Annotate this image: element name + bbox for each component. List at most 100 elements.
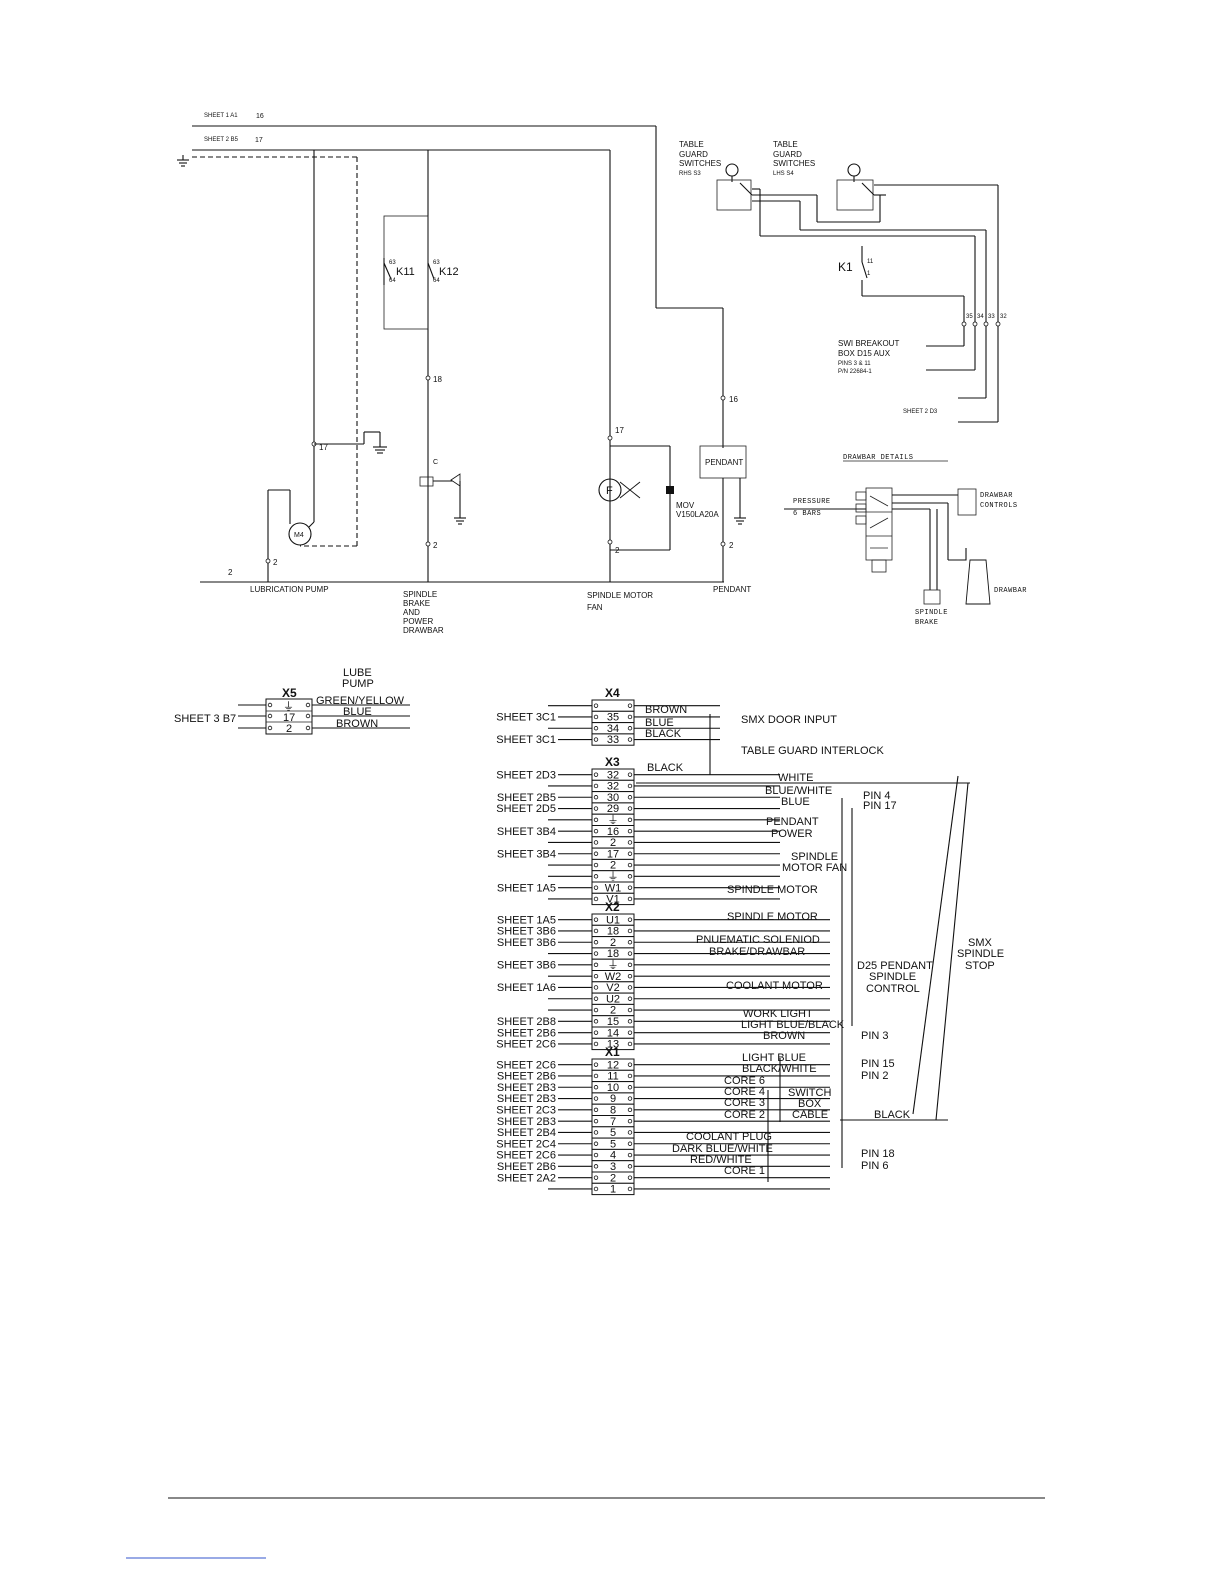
wire-label-16: 16	[256, 113, 264, 120]
fn-pendant-power-0: PENDANT	[766, 816, 819, 828]
terminal-number: 16	[607, 826, 619, 838]
wire-black-3: BLACK	[874, 1109, 911, 1121]
lhs-guard-switch-icon	[836, 163, 875, 211]
block-x4-title: X4	[605, 686, 620, 700]
core-4: CORE 4	[724, 1086, 765, 1098]
wire-blue-2: BLUE	[781, 796, 810, 808]
terminal-number: 30	[607, 792, 619, 804]
label-brake-2: AND	[403, 608, 420, 617]
drawbar-controls-box	[957, 488, 977, 516]
terminal-number: W1	[605, 882, 622, 894]
label-brake-4: DRAWBAR	[403, 626, 444, 635]
ref-sheet2b5: SHEET 2 B5	[204, 137, 239, 143]
pin-6: PIN 6	[861, 1160, 889, 1172]
rhs-switch-l3: RHS S3	[679, 171, 701, 177]
terminal-number: 29	[607, 803, 619, 815]
terminal-number: 32	[607, 769, 619, 781]
terminal-number: U2	[606, 993, 620, 1005]
terminal-sheet-ref: SHEET 3B6	[497, 926, 556, 938]
mov-part-label: V150LA20A	[676, 510, 719, 519]
breakout-title-0: SWI BREAKOUT	[838, 339, 899, 348]
terminal-row: U2	[548, 992, 830, 1005]
fn-pendant-power-1: POWER	[771, 828, 813, 840]
solenoid-coil	[419, 476, 434, 487]
fn-switch-box-0: SWITCH	[788, 1087, 831, 1099]
drawbar-controls-1: CONTROLS	[980, 502, 1018, 510]
drawbar-label: DRAWBAR	[994, 587, 1027, 595]
fn-smx-stop-0: SMX	[968, 937, 993, 949]
x5-row-1: 17	[283, 712, 295, 724]
relay-k1-contact-bot: 1	[867, 271, 871, 277]
terminal-sheet-ref: SHEET 2D3	[496, 769, 556, 781]
fn-smx-door-input: SMX DOOR INPUT	[741, 714, 837, 726]
terminal-sheet-ref: SHEET 2B4	[497, 1127, 556, 1139]
terminal-row: 34	[548, 722, 720, 735]
wire-black-white: BLACK/WHITE	[742, 1063, 817, 1075]
relay-k12-contact-top: 63	[433, 260, 440, 266]
breakout-sub-0: PINS 3 & 11	[838, 361, 871, 367]
drawbar-pressure-0: PRESSURE	[793, 498, 831, 506]
wire-red-white: RED/WHITE	[690, 1154, 752, 1166]
terminal-row	[548, 699, 720, 712]
x5-row-2: 2	[286, 723, 292, 735]
lube-pump-motor-icon	[288, 522, 312, 546]
wire-black-2: BLACK	[647, 762, 684, 774]
terminal-number: 2	[610, 937, 616, 949]
wire-label-2c: 2	[433, 541, 438, 550]
pin-15: PIN 15	[861, 1058, 895, 1070]
relay-k11-label: K11	[396, 266, 415, 278]
ref-sheet2d3-top: SHEET 2 D3	[903, 409, 938, 415]
wire-dark-blue-white: DARK BLUE/WHITE	[672, 1143, 773, 1155]
label-brake-3: POWER	[403, 617, 433, 626]
lhs-switch-l1: GUARD	[773, 150, 802, 159]
terminal-number: 2	[610, 1005, 616, 1017]
terminal-number: ⏚	[608, 870, 619, 883]
wire-label-17c: 17	[615, 426, 624, 435]
terminal-sheet-ref: SHEET 2B6	[497, 1161, 556, 1173]
terminal-number: 9	[610, 1093, 616, 1105]
x5-row-0: ⏚	[283, 700, 294, 713]
wire-light-blue-black: LIGHT BLUE/BLACK	[741, 1019, 845, 1031]
wire-label-2b: 2	[228, 568, 233, 577]
fn-pneumatic-1: BRAKE/DRAWBAR	[709, 946, 805, 958]
terminal-sheet-ref: SHEET 2C3	[496, 1105, 556, 1117]
relay-k11-contact-bot: 64	[389, 278, 396, 284]
earth-icon	[177, 155, 189, 167]
terminal-number: 1	[610, 1184, 616, 1196]
terminal-row: ⏚	[548, 870, 780, 883]
terminal-sheet-ref: SHEET 2C4	[496, 1138, 556, 1150]
fn-smx-stop-1: SPINDLE	[957, 948, 1004, 960]
terminal-row: ⏚	[548, 814, 780, 827]
block-x2-title: X2	[605, 900, 620, 914]
block-x1-title: X1	[605, 1045, 620, 1059]
wire-colour-labels: BROWN BLUE BLACK BLACK WHITE BLUE/WHITE …	[645, 704, 911, 1177]
terminal-number: 12	[607, 1059, 619, 1071]
terminal-number: 18	[607, 948, 619, 960]
fn-switch-box-2: CABLE	[792, 1109, 828, 1121]
terminal-sheet-ref: SHEET 2B3	[497, 1116, 556, 1128]
label-pendant: PENDANT	[713, 585, 751, 594]
terminal-number: 32	[607, 781, 619, 793]
rhs-switch-l1: GUARD	[679, 150, 708, 159]
relay-k12-label: K12	[439, 266, 459, 278]
wire-label-18: 18	[433, 375, 442, 384]
wire-light-blue: LIGHT BLUE	[742, 1052, 806, 1064]
terminal-row: 2	[548, 836, 780, 849]
terminal-number: 34	[607, 723, 619, 735]
terminal-sheet-ref: SHEET 2B3	[497, 1093, 556, 1105]
core-6: CORE 6	[724, 1075, 765, 1087]
terminal-number: 7	[610, 1116, 616, 1128]
terminal-number: 33	[607, 734, 619, 746]
label-fan-0: SPINDLE MOTOR	[587, 591, 653, 600]
terminal-sheet-ref: SHEET 2B6	[497, 1071, 556, 1083]
fn-spindle-motor-1: SPINDLE MOTOR	[727, 884, 818, 896]
terminal-row: 2	[548, 858, 780, 872]
